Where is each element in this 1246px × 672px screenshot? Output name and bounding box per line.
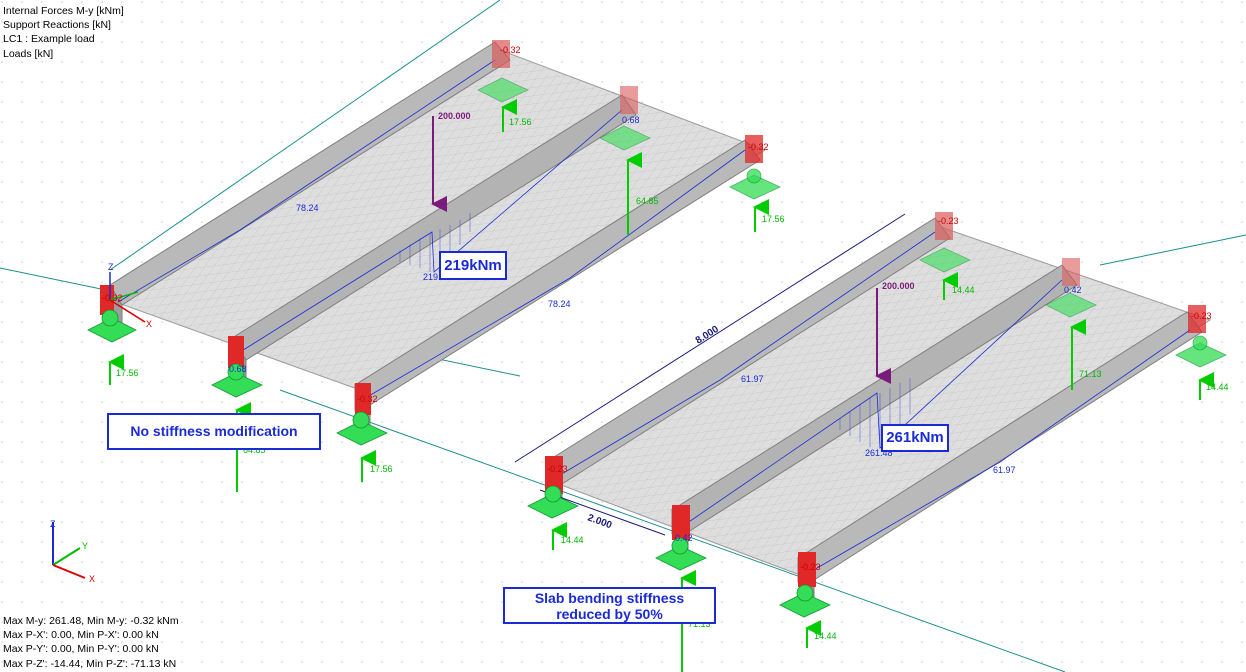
info-line: Internal Forces M-y [kNm]	[3, 5, 124, 17]
model2-moment-diagrams	[554, 231, 1191, 576]
model2-edge-moment-label: 61.97	[993, 465, 1016, 475]
model2-reaction-label: 71.13	[688, 619, 711, 629]
result-extremes-summary: Max M-y: 261.48, Min M-y: -0.32 kNm Max …	[3, 614, 179, 671]
model1-member-end	[228, 336, 244, 368]
model2-note-line: Slab bending stiffness	[534, 590, 685, 606]
reaction-labels: 17.56 64.85 17.56 17.56 64.85 17.56 14.4…	[116, 117, 1229, 641]
model2-end-moment-label: -0.23	[547, 464, 568, 474]
info-line: LC1 : Example load	[3, 33, 95, 46]
model1-midspan-moment-label: 219.1	[423, 272, 446, 282]
model2-reaction-label: 14.44	[1206, 382, 1229, 392]
model1-edge-moment-label: 78.24	[548, 299, 571, 309]
model2-moment-callout: 261kNm	[881, 424, 949, 452]
model2-member-end	[1188, 305, 1206, 333]
stats-line: Max P-X': 0.00, Min P-X': 0.00 kN	[3, 629, 159, 642]
axis-labels: Z X Z Y X	[50, 262, 152, 584]
info-line: Loads [kN]	[3, 47, 54, 60]
model2-edge-moment-label: 61.97	[741, 374, 764, 384]
model1-reaction-label: 17.56	[116, 368, 139, 378]
model1-member-end	[745, 135, 763, 163]
model2-load-label: 200.000	[882, 281, 915, 291]
global-axis-y-label: Y	[82, 541, 88, 551]
model2-end-moment-label: 0.42	[675, 533, 693, 543]
model2-structure	[514, 212, 1212, 606]
local-axis-z-label: Z	[108, 262, 114, 272]
model2-reaction-label: 71.13	[1079, 369, 1102, 379]
model1-moment-diagrams	[117, 59, 746, 401]
model2-reaction-label: 14.44	[561, 535, 584, 545]
end-moment-labels-red: -0.32 -0.32 -0.32 -0.32 -0.23 -0.23 -0.2…	[102, 45, 1212, 572]
model2-end-moment-label: -0.23	[1191, 311, 1212, 321]
moment-labels: 78.24 78.24 219.1 0.68 0.68 61.97 61.97 …	[229, 115, 1082, 543]
model1-reaction-label: 17.56	[762, 214, 785, 224]
model1-member-end	[620, 86, 638, 114]
model2-member-end	[672, 505, 690, 540]
model1-edge-moment-label: 78.24	[296, 203, 319, 213]
model1-load-label: 200.000	[438, 111, 471, 121]
model1-reaction-label: 64.85	[636, 196, 659, 206]
model2-supports	[527, 247, 1227, 618]
load-labels: 200.000 200.000	[438, 111, 915, 291]
global-axis-z-label: Z	[50, 519, 56, 529]
model1-supports	[87, 77, 781, 446]
model1-reaction-label: 64.85	[243, 445, 266, 455]
model2-midspan-moment-label: 261.48	[865, 448, 893, 458]
stats-line: Max P-Z': -14.44, Min P-Z': -71.13 kN	[3, 657, 177, 670]
stats-line: Max P-Y': 0.00, Min P-Y': 0.00 kN	[3, 643, 159, 656]
model1-note-callout: No stiffness modification	[107, 413, 321, 450]
model2-member-end	[545, 456, 563, 494]
model2-end-moment-label: -0.23	[938, 216, 959, 226]
info-line: Support Reactions [kN]	[3, 19, 111, 32]
model2-member-end	[798, 552, 816, 587]
model1-moment-callout: 219kNm	[439, 251, 507, 280]
model1-end-moment-label: -0.32	[500, 45, 521, 55]
model1-structure	[100, 40, 767, 432]
model1-local-axes	[109, 272, 146, 323]
model1-member-end	[355, 383, 371, 415]
model2-reaction-label: 14.44	[814, 631, 837, 641]
result-info-header: Internal Forces M-y [kNm] Support Reacti…	[3, 4, 124, 61]
model2-note-callout: Slab bending stiffness reduced by 50%	[503, 587, 716, 624]
model1-end-moment-label: -0.32	[102, 293, 123, 303]
local-axis-x-label: X	[146, 319, 152, 329]
model1-end-moment-label: -0.32	[748, 142, 769, 152]
stats-line: Max M-y: 261.48, Min M-y: -0.32 kNm	[3, 615, 179, 627]
global-axis-x-label: X	[89, 574, 95, 584]
model1-end-moment-label: 0.68	[229, 364, 247, 374]
model2-dimension-spacing	[539, 489, 666, 536]
model2-dimension-length	[514, 213, 906, 463]
global-axis-triad	[52, 522, 86, 579]
model2-reaction-label: 14.44	[952, 285, 975, 295]
model1-end-moment-label: 0.68	[622, 115, 640, 125]
model1-reaction-label: 17.56	[370, 464, 393, 474]
model1-member-end	[492, 40, 510, 68]
model2-member-end	[1062, 258, 1080, 286]
model2-end-moment-label: -0.23	[800, 562, 821, 572]
model2-note-line: reduced by 50%	[556, 606, 663, 622]
model2-member-end	[935, 212, 953, 240]
model1-end-moment-label: -0.32	[357, 394, 378, 404]
model2-end-moment-label: 0.42	[1064, 285, 1082, 295]
model1-reaction-label: 17.56	[509, 117, 532, 127]
